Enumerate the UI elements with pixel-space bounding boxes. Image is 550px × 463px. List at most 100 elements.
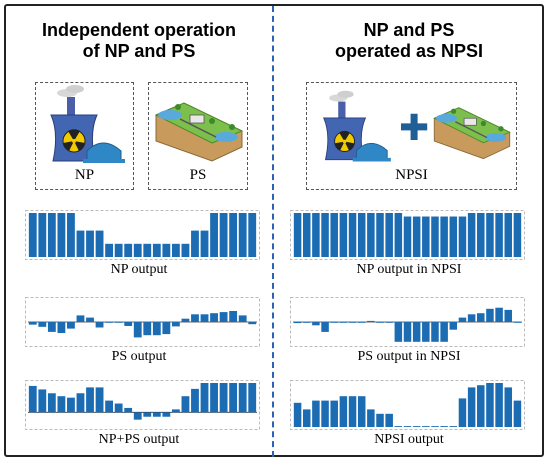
bar (339, 213, 348, 257)
bar (293, 213, 302, 257)
bar (76, 230, 85, 257)
bar (114, 403, 123, 413)
bar (143, 322, 152, 336)
bar (339, 322, 348, 323)
bar (293, 322, 302, 324)
plot-frame (290, 210, 525, 260)
bar (200, 230, 209, 257)
ps-output-caption: PS output (111, 349, 167, 364)
plot-frame (290, 380, 525, 430)
bar (495, 213, 503, 257)
bar (95, 387, 104, 413)
bar (124, 407, 133, 413)
bar (431, 426, 439, 427)
np-output-plot (25, 210, 260, 260)
bar (171, 409, 180, 413)
bar (477, 213, 485, 257)
bar (330, 322, 338, 323)
bar (152, 412, 161, 417)
bar (449, 322, 458, 330)
right-title-line1: NP and PS (363, 20, 455, 40)
bar (467, 387, 476, 427)
bar (367, 409, 375, 427)
bar (513, 213, 522, 257)
bar (124, 243, 133, 257)
bar (339, 396, 348, 427)
bar (229, 213, 238, 257)
bar (357, 322, 366, 323)
bar (238, 383, 247, 413)
bar (38, 322, 47, 327)
bar (219, 213, 228, 257)
bar (76, 315, 85, 322)
bar (422, 426, 430, 427)
plot-frame (25, 297, 260, 347)
npsi-icon-box: ✚ NPSI (306, 82, 517, 190)
plot-frame (25, 210, 260, 260)
bar (412, 426, 421, 427)
bar (330, 400, 338, 427)
bar (57, 213, 66, 257)
bar (458, 317, 467, 322)
np-icon-box: NP (35, 82, 134, 190)
bar (86, 387, 94, 413)
bar (422, 322, 430, 342)
np-output-in-npsi-plot (290, 210, 525, 260)
bar (219, 312, 228, 322)
bar (47, 322, 56, 332)
bar (95, 230, 104, 257)
bar (348, 322, 357, 323)
np-ps-output-caption: NP+PS output (98, 432, 180, 447)
bar (504, 309, 513, 322)
bar (504, 213, 513, 257)
bar (302, 213, 311, 257)
bar (105, 243, 114, 257)
bar (181, 318, 190, 322)
bar (367, 320, 375, 322)
bar (133, 412, 142, 420)
bar (191, 230, 199, 257)
bar (38, 389, 47, 413)
bar (143, 243, 152, 257)
ps-output-plot (25, 297, 260, 347)
bar (105, 400, 114, 413)
right-title-line2: operated as NPSI (334, 41, 484, 61)
bar (219, 383, 228, 413)
bar (47, 213, 56, 257)
bar (321, 213, 329, 257)
left-title-line2: of NP and PS (82, 41, 196, 61)
bar (28, 385, 37, 413)
bar (385, 213, 393, 257)
right-title: NP and PS operated as NPSI (278, 20, 540, 62)
bar (248, 213, 257, 257)
bar (449, 426, 458, 427)
left-title: Independent operation of NP and PS (10, 20, 268, 62)
bar (86, 317, 94, 322)
bar (312, 400, 320, 427)
bar (133, 243, 142, 257)
bar (467, 314, 476, 322)
bar (385, 413, 393, 427)
bar (403, 216, 412, 257)
bar (458, 398, 467, 427)
bar (181, 396, 190, 413)
bar (348, 213, 357, 257)
bar (248, 322, 257, 325)
bar (312, 213, 320, 257)
bar (412, 216, 421, 257)
bar (210, 313, 218, 322)
bar (394, 426, 403, 427)
bar (486, 213, 494, 257)
bar (302, 409, 311, 427)
bar (191, 314, 199, 322)
ps-output-in-npsi-caption: PS output in NPSI (357, 349, 461, 364)
bar (330, 213, 338, 257)
bar (357, 213, 366, 257)
bar (486, 383, 494, 427)
bar (458, 216, 467, 257)
bar (376, 413, 384, 427)
bar (210, 383, 218, 413)
bar (95, 322, 104, 328)
bar (321, 322, 329, 332)
bar (47, 393, 56, 413)
